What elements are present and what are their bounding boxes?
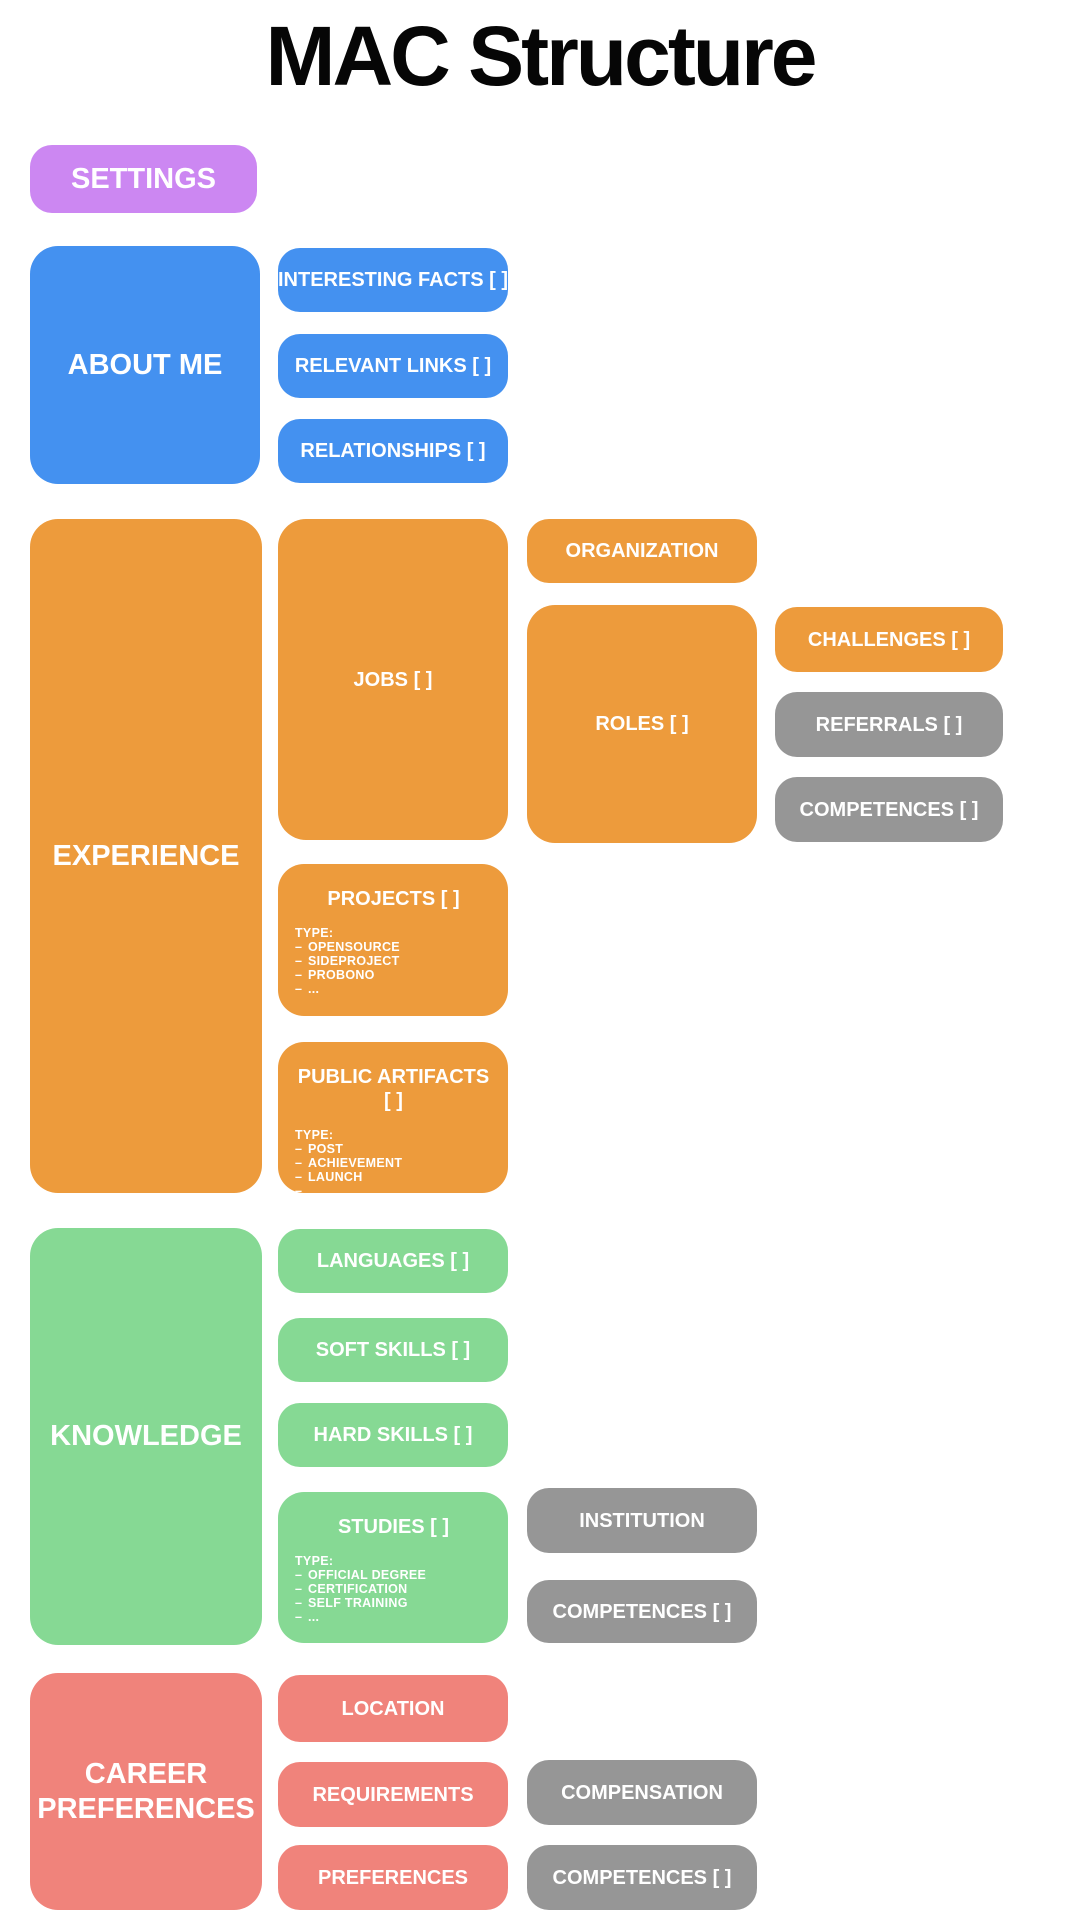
referrals-label: REFERRALS [ ] bbox=[815, 713, 963, 736]
soft-skills-label: SOFT SKILLS [ ] bbox=[315, 1339, 471, 1361]
interesting-facts-label: INTERESTING FACTS [ ] bbox=[278, 269, 508, 291]
projects-type-list: –OPENSOURCE–SIDEPROJECT–PROBONO–... bbox=[295, 940, 492, 996]
experience-node: EXPERIENCE bbox=[30, 519, 262, 1193]
career-competences-label: COMPETENCES [ ] bbox=[552, 1866, 732, 1889]
languages-node: LANGUAGES [ ] bbox=[278, 1229, 508, 1293]
requirements-node: REQUIREMENTS bbox=[278, 1762, 508, 1827]
languages-label: LANGUAGES [ ] bbox=[316, 1250, 470, 1272]
type-list-item: –CERTIFICATION bbox=[295, 1582, 408, 1596]
referrals-node: REFERRALS [ ] bbox=[775, 692, 1003, 757]
roles-competences-label: COMPETENCES [ ] bbox=[799, 798, 979, 821]
projects-label: PROJECTS [ ] bbox=[327, 888, 460, 910]
settings-node: SETTINGS bbox=[30, 145, 257, 213]
location-label: LOCATION bbox=[341, 1697, 445, 1720]
roles-node: ROLES [ ] bbox=[527, 605, 757, 843]
experience-label: EXPERIENCE bbox=[52, 839, 240, 872]
page-title: MAC Structure bbox=[265, 8, 817, 103]
public-artifacts-label: PUBLIC ARTIFACTS [ ] bbox=[297, 1066, 490, 1112]
studies-node: STUDIES [ ] TYPE: –OFFICIAL DEGREE–CERTI… bbox=[278, 1492, 508, 1643]
institution-node: INSTITUTION bbox=[527, 1488, 757, 1553]
public-artifacts-type-heading: TYPE: bbox=[295, 1128, 334, 1142]
type-list-item: –... bbox=[295, 982, 320, 996]
studies-competences-node: COMPETENCES [ ] bbox=[527, 1580, 757, 1643]
jobs-node: JOBS [ ] bbox=[278, 519, 508, 840]
relevant-links-label: RELEVANT LINKS [ ] bbox=[294, 355, 492, 377]
type-list-item: –ACHIEVEMENT bbox=[295, 1156, 403, 1170]
compensation-node: COMPENSATION bbox=[527, 1760, 757, 1825]
organization-node: ORGANIZATION bbox=[527, 519, 757, 583]
type-list-item: –OFFICIAL DEGREE bbox=[295, 1568, 427, 1582]
preferences-node: PREFERENCES bbox=[278, 1845, 508, 1910]
studies-type-heading: TYPE: bbox=[295, 1554, 334, 1568]
type-list-item: –SELF TRAINING bbox=[295, 1596, 408, 1610]
challenges-node: CHALLENGES [ ] bbox=[775, 607, 1003, 672]
type-list-item: –POST bbox=[295, 1142, 344, 1156]
roles-label: ROLES [ ] bbox=[595, 713, 689, 735]
roles-competences-node: COMPETENCES [ ] bbox=[775, 777, 1003, 842]
projects-type-heading: TYPE: bbox=[295, 926, 334, 940]
challenges-label: CHALLENGES [ ] bbox=[807, 628, 971, 651]
institution-label: INSTITUTION bbox=[579, 1509, 705, 1532]
knowledge-label: KNOWLEDGE bbox=[50, 1420, 242, 1453]
relationships-node: RELATIONSHIPS [ ] bbox=[278, 419, 508, 483]
relevant-links-node: RELEVANT LINKS [ ] bbox=[278, 334, 508, 398]
type-list-item: –SIDEPROJECT bbox=[295, 954, 400, 968]
studies-type-list: –OFFICIAL DEGREE–CERTIFICATION–SELF TRAI… bbox=[295, 1568, 492, 1624]
hard-skills-label: HARD SKILLS [ ] bbox=[313, 1424, 473, 1446]
projects-node: PROJECTS [ ] TYPE: –OPENSOURCE–SIDEPROJE… bbox=[278, 864, 508, 1016]
public-artifacts-node: PUBLIC ARTIFACTS [ ] TYPE: –POST–ACHIEVE… bbox=[278, 1042, 508, 1198]
preferences-label: PREFERENCES bbox=[317, 1866, 469, 1889]
soft-skills-node: SOFT SKILLS [ ] bbox=[278, 1318, 508, 1382]
compensation-label: COMPENSATION bbox=[561, 1781, 723, 1804]
career-competences-node: COMPETENCES [ ] bbox=[527, 1845, 757, 1910]
type-list-item: –LAUNCH bbox=[295, 1170, 363, 1184]
jobs-label: JOBS [ ] bbox=[353, 668, 433, 691]
type-list-item: –... bbox=[295, 1184, 320, 1198]
knowledge-node: KNOWLEDGE bbox=[30, 1228, 262, 1645]
public-artifacts-type-list: –POST–ACHIEVEMENT–LAUNCH–... bbox=[295, 1142, 492, 1198]
about-me-node: ABOUT ME bbox=[30, 246, 260, 484]
about-me-label: ABOUT ME bbox=[67, 348, 223, 381]
career-preferences-node: CAREER PREFERENCES bbox=[30, 1673, 262, 1910]
location-node: LOCATION bbox=[278, 1675, 508, 1742]
studies-label: STUDIES [ ] bbox=[337, 1516, 450, 1538]
hard-skills-node: HARD SKILLS [ ] bbox=[278, 1403, 508, 1467]
interesting-facts-node: INTERESTING FACTS [ ] bbox=[278, 248, 508, 312]
studies-competences-label: COMPETENCES [ ] bbox=[552, 1600, 732, 1623]
settings-label: SETTINGS bbox=[70, 162, 216, 195]
type-list-item: –OPENSOURCE bbox=[295, 940, 400, 954]
career-preferences-label: CAREER PREFERENCES bbox=[37, 1757, 255, 1825]
requirements-label: REQUIREMENTS bbox=[312, 1783, 474, 1806]
relationships-label: RELATIONSHIPS [ ] bbox=[300, 440, 486, 462]
type-list-item: –PROBONO bbox=[295, 968, 375, 982]
type-list-item: –... bbox=[295, 1610, 320, 1624]
organization-label: ORGANIZATION bbox=[565, 540, 719, 562]
